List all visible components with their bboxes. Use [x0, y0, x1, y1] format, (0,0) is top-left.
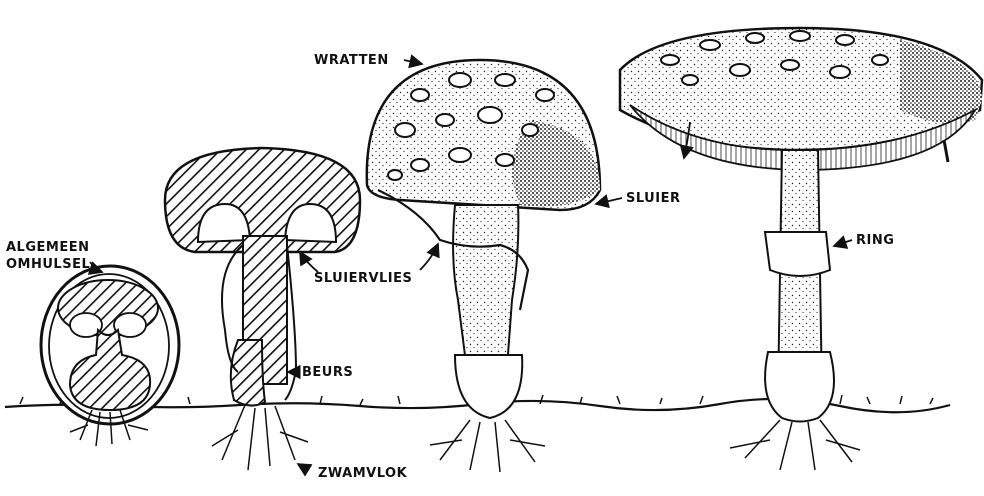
label-sluiervlies: SLUIERVLIES: [314, 272, 412, 285]
label-algemeen: ALGEMEEN: [6, 241, 89, 254]
stage2-button: [165, 148, 360, 470]
label-omhulsel: OMHULSEL: [6, 258, 90, 271]
label-ring: RING: [856, 234, 894, 247]
stage1-egg: [41, 266, 179, 446]
label-beurs: BEURS: [302, 366, 353, 379]
label-wratten: WRATTEN: [314, 54, 389, 67]
label-zwamvlok: ZWAMVLOK: [318, 467, 407, 480]
stage3-young-mushroom: [367, 60, 600, 472]
label-sluier: SLUIER: [626, 192, 680, 205]
stage4-mature-mushroom: [620, 28, 982, 470]
